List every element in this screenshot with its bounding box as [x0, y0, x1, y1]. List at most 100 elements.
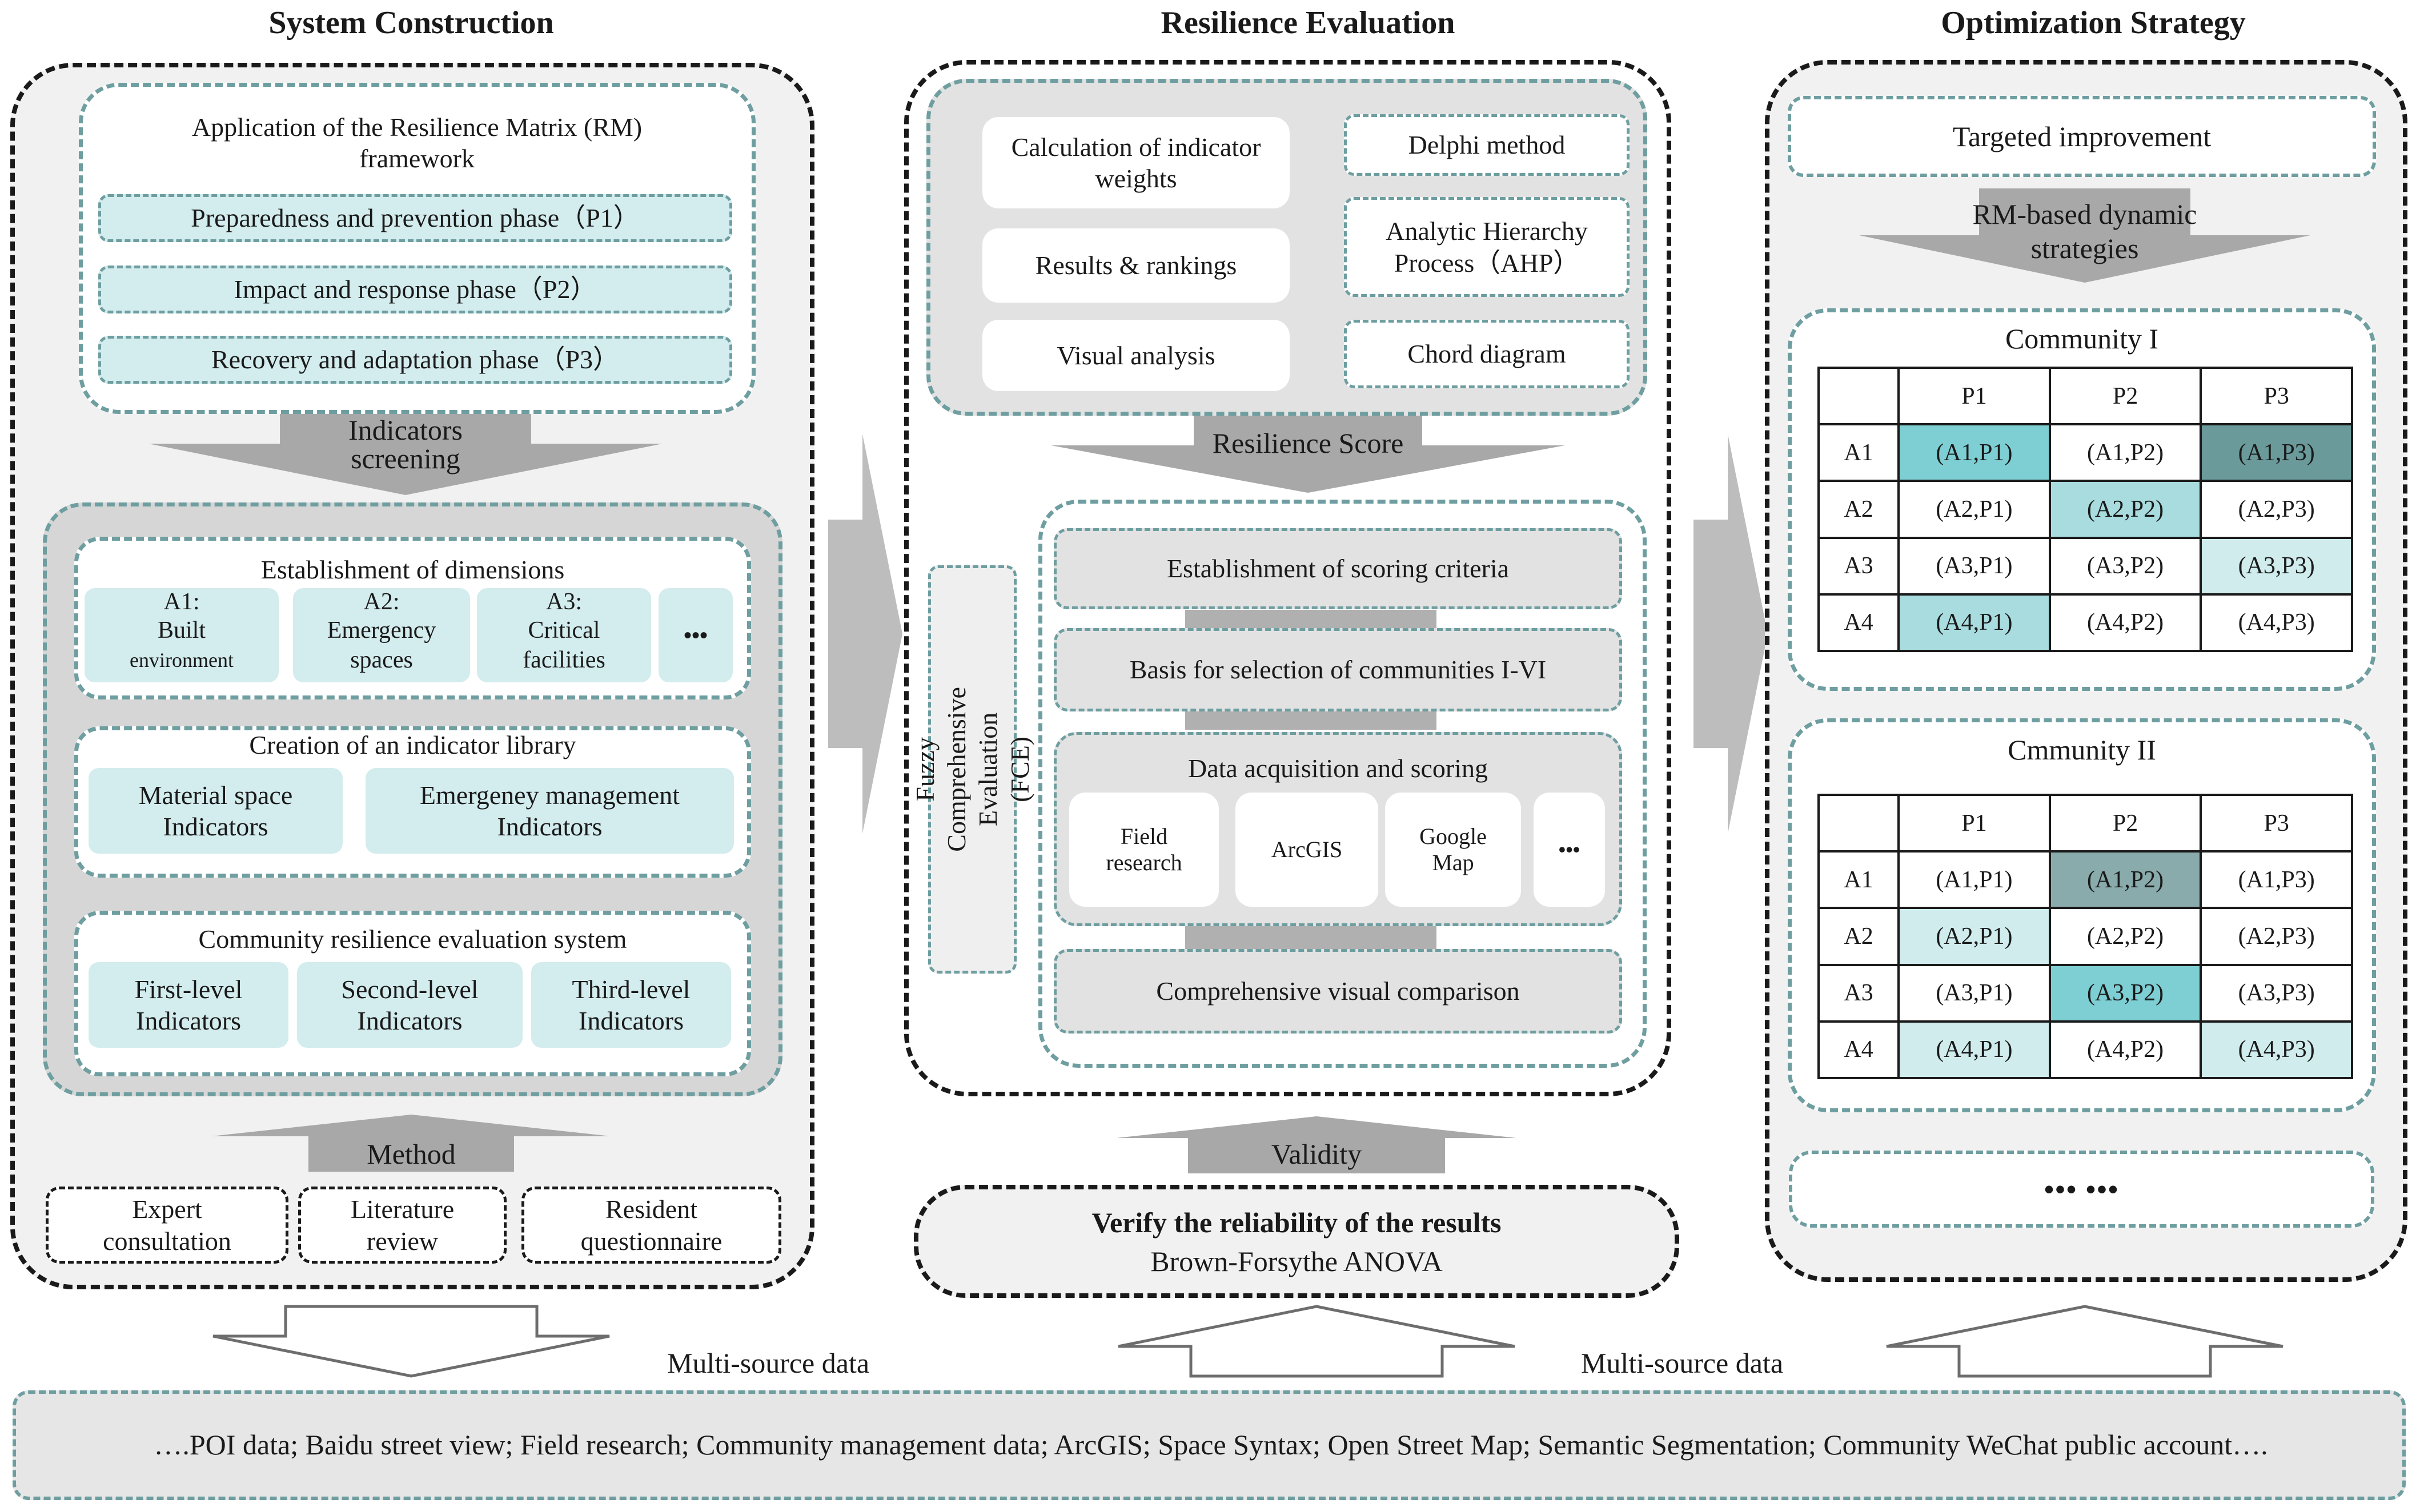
visual-analysis: Visual analysis — [982, 320, 1290, 391]
matrix-cell: (A1,P3) — [2200, 423, 2353, 482]
matrix-cell: (A2,P3) — [2200, 907, 2353, 966]
validity-label: Validity — [1271, 1138, 1362, 1170]
method-literature-review: Literature review — [298, 1187, 507, 1264]
matrix-row-header: A4 — [1817, 593, 1900, 653]
matrix-cell: (A1,P1) — [1897, 423, 2051, 482]
hollow-arrow-up-middle — [1118, 1305, 1515, 1378]
calculation-of-indicator-weights: Calculation of indicator weights — [982, 117, 1290, 208]
flow-arrow-evaluation-to-strategy — [1693, 434, 1768, 834]
chord-diagram: Chord diagram — [1344, 320, 1630, 388]
dimension-a2: A2: Emergency spaces — [293, 588, 470, 682]
material-space-indicators: Material space Indicators — [89, 768, 343, 854]
matrix-cell: (A1,P2) — [2048, 850, 2202, 910]
matrix-row-header: A3 — [1817, 536, 1900, 596]
matrix-row-header: A1 — [1817, 423, 1900, 482]
phase-p2: Impact and response phase（P2） — [98, 266, 732, 313]
flow-arrow-system-to-evaluation — [828, 434, 902, 834]
delphi-method: Delphi method — [1344, 114, 1630, 176]
targeted-improvement: Targeted improvement — [1788, 96, 2376, 177]
second-level-indicators: Second-level Indicators — [297, 962, 523, 1048]
verify-method: Brown-Forsythe ANOVA — [1150, 1245, 1443, 1277]
matrix-cell: (A2,P1) — [1897, 907, 2051, 966]
rm-strategies-arrow — [1859, 188, 2310, 283]
matrix-cell: (A2,P3) — [2200, 480, 2353, 539]
column-title-strategy: Optimization Strategy — [1941, 5, 2246, 41]
matrix-cell: (A4,P3) — [2200, 1020, 2353, 1080]
dimension-a1: A1: Built environment — [85, 588, 279, 682]
matrix-row-header: A1 — [1817, 850, 1900, 910]
phase-p3: Recovery and adaptation phase（P3） — [98, 336, 732, 384]
matrix-cell: (A4,P1) — [1897, 1020, 2051, 1080]
rm-framework-title: Application of the Resilience Matrix (RM… — [191, 112, 643, 173]
scoring-criteria: Establishment of scoring criteria — [1054, 528, 1622, 609]
matrix-cell: (A4,P2) — [2048, 1020, 2202, 1080]
matrix-col-header: P3 — [2200, 366, 2353, 426]
column-title-evaluation: Resilience Evaluation — [1161, 5, 1455, 41]
verify-title: Verify the reliability of the results — [1091, 1207, 1502, 1238]
matrix-cell: (A4,P3) — [2200, 593, 2353, 653]
matrix-cell: (A1,P2) — [2048, 423, 2202, 482]
dimension-a3: A3: Critical facilities — [477, 588, 651, 682]
matrix-row-header: A2 — [1817, 480, 1900, 539]
matrix-col-header: P3 — [2200, 793, 2353, 853]
data-arcgis: ArcGIS — [1235, 793, 1378, 907]
community-selection-basis: Basis for selection of communities I-VI — [1054, 628, 1622, 711]
matrix-cell: (A1,P1) — [1897, 850, 2051, 910]
data-google-map: Google Map — [1385, 793, 1521, 907]
multi-source-label-right: Multi-source data — [1580, 1347, 1784, 1379]
matrix-cell: (A2,P2) — [2048, 480, 2202, 539]
matrix-col-header: P1 — [1897, 366, 2051, 426]
indicators-screening-arrow — [149, 414, 663, 495]
matrix-cell: (A3,P2) — [2048, 536, 2202, 596]
data-field-research: Field research — [1069, 793, 1219, 907]
data-more: ••• — [1534, 793, 1605, 907]
dimensions-title: Establishment of dimensions — [260, 555, 565, 585]
data-sources-box — [13, 1390, 2406, 1500]
ahp-method: Analytic Hierarchy Process（AHP） — [1344, 197, 1630, 297]
method-expert-consultation: Expert consultation — [46, 1187, 288, 1264]
connector-1 — [1185, 610, 1436, 628]
matrix-cell: (A3,P2) — [2048, 963, 2202, 1023]
method-arrow — [211, 1115, 611, 1172]
matrix-row-header: A4 — [1817, 1020, 1900, 1080]
third-level-indicators: Third-level Indicators — [531, 962, 731, 1048]
connector-3 — [1185, 926, 1436, 949]
indicators-screening-label: Indicators screening — [348, 414, 463, 474]
first-level-indicators: First-level Indicators — [89, 962, 288, 1048]
fce-label: Fuzzy Comprehensive Evaluation (FCE) — [910, 687, 1034, 852]
connector-2 — [1185, 711, 1436, 730]
emergency-management-indicators: Emergeney management Indicators — [366, 768, 734, 854]
community-1-title: Community I — [2005, 322, 2159, 355]
hollow-arrow-down-left — [212, 1305, 610, 1378]
more-communities: ••• ••• — [1789, 1151, 2374, 1228]
phase-p1: Preparedness and prevention phase（P1） — [98, 194, 732, 242]
matrix-cell: (A3,P1) — [1897, 536, 2051, 596]
matrix-cell: (A1,P3) — [2200, 850, 2353, 910]
matrix-cell: (A4,P1) — [1897, 593, 2051, 653]
method-label: Method — [367, 1138, 456, 1170]
matrix-cell: (A4,P2) — [2048, 593, 2202, 653]
results-and-rankings: Results & rankings — [982, 228, 1290, 303]
matrix-col-header: P1 — [1897, 793, 2051, 853]
dimension-more: ••• — [659, 588, 733, 682]
fce-box — [928, 565, 1017, 974]
comprehensive-visual-comparison: Comprehensive visual comparison — [1054, 949, 1622, 1034]
indicator-library-title: Creation of an indicator library — [249, 730, 576, 759]
matrix-col-header: P2 — [2048, 366, 2202, 426]
method-resident-questionnaire: Resident questionnaire — [521, 1187, 781, 1264]
matrix-cell: (A2,P1) — [1897, 480, 2051, 539]
multi-source-label-left: Multi-source data — [667, 1347, 870, 1379]
column-title-system: System Construction — [268, 5, 554, 41]
matrix-corner — [1817, 366, 1900, 426]
matrix-cell: (A3,P1) — [1897, 963, 2051, 1023]
matrix-row-header: A3 — [1817, 963, 1900, 1023]
matrix-cell: (A2,P2) — [2048, 907, 2202, 966]
hollow-arrow-up-right — [1886, 1305, 2283, 1378]
matrix-col-header: P2 — [2048, 793, 2202, 853]
community-2-title: Cmmunity II — [2008, 733, 2156, 766]
rm-strategies-label: RM-based dynamic strategies — [1972, 198, 2197, 264]
data-sources-text: ….POI data; Baidu street view; Field res… — [154, 1429, 2268, 1461]
resilience-score-arrow — [1051, 416, 1565, 493]
